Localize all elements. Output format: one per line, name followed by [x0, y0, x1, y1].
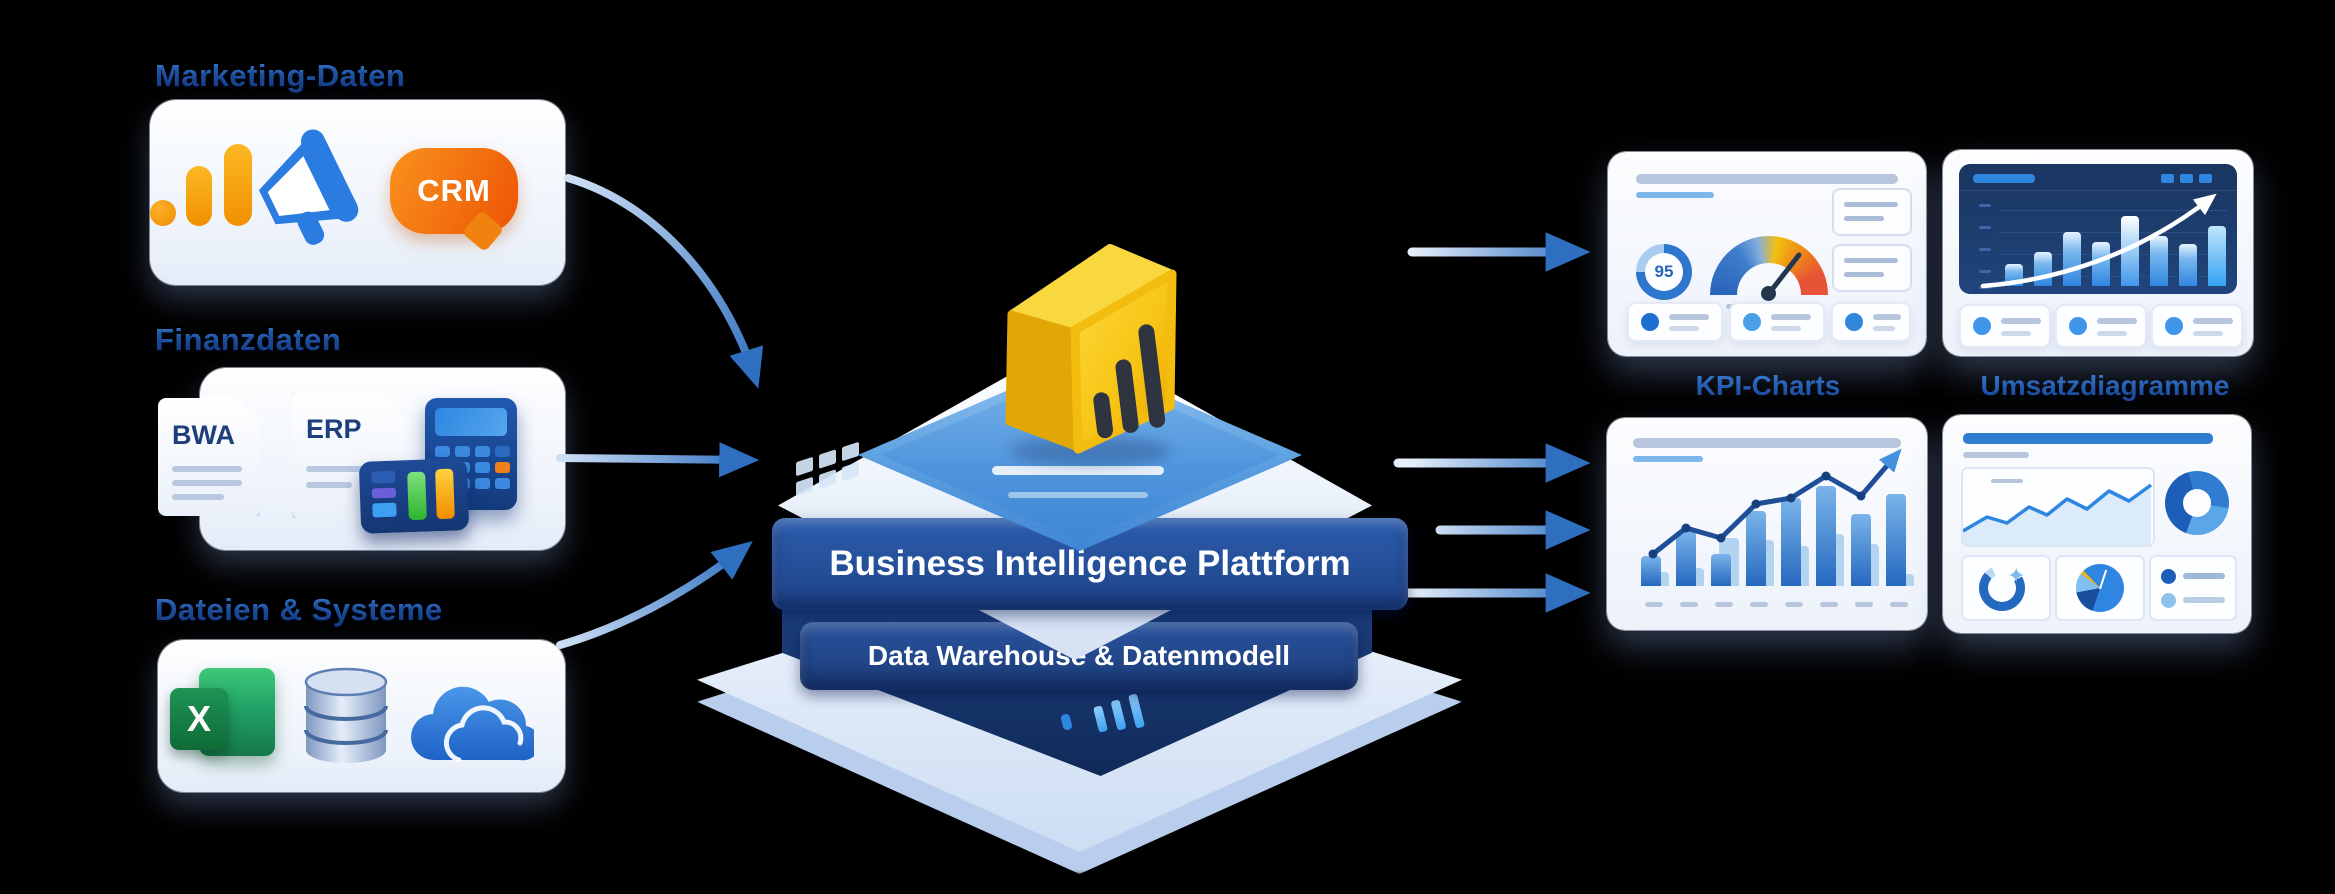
dark-dashboard-card	[1943, 150, 2253, 356]
ga-dot	[150, 200, 176, 226]
kpi-badge: 95	[1636, 244, 1692, 300]
bar	[1641, 556, 1661, 586]
arrow-finance-to-platform	[556, 442, 760, 478]
legend-panel	[2149, 555, 2237, 621]
trend-line	[1648, 448, 1902, 559]
bar	[2150, 236, 2168, 286]
bar	[2179, 244, 2197, 286]
files-heading: Dateien & Systeme	[155, 592, 443, 627]
bar	[1711, 554, 1731, 586]
power-bi-logo	[1005, 244, 1177, 454]
ga-bar-tall	[224, 144, 252, 226]
bar	[2121, 216, 2139, 286]
arrow-files-to-platform	[556, 541, 753, 649]
bar	[1851, 514, 1871, 586]
database-icon	[304, 667, 388, 763]
bar	[2208, 226, 2226, 286]
kpi-dashboard-card: 95	[1608, 152, 1926, 356]
cloud-icon	[410, 686, 534, 762]
bwa-document-icon: BWA	[158, 398, 260, 516]
dark-bars	[1641, 476, 1906, 586]
donut-chart: .donut::after{width:28px;height:28px;}	[2165, 471, 2229, 535]
bar	[1886, 494, 1906, 586]
sparkle-icon: ✦	[2007, 563, 2026, 588]
label-kpi-charts: KPI-Charts	[1618, 370, 1918, 402]
finance-heading: Finanzdaten	[155, 322, 342, 357]
label-umsatzdiagramme: Umsatzdiagramme	[1950, 370, 2260, 402]
pie-panel	[2055, 555, 2145, 621]
mixed-dashboard-card: .donut::after{width:28px;height:28px;} ✦	[1943, 415, 2251, 633]
marketing-heading: Marketing-Daten	[155, 58, 406, 93]
bar	[1676, 531, 1696, 586]
area-chart	[1963, 483, 2153, 545]
bar	[2092, 242, 2110, 286]
c-donut-chart	[1979, 565, 2025, 611]
bar	[1746, 511, 1766, 586]
c-donut-panel: ✦	[1961, 555, 2051, 621]
crm-bubble-icon: CRM	[390, 148, 518, 253]
revenue-chart-card	[1607, 418, 1927, 630]
trend-arrow	[1980, 193, 2217, 289]
bar	[1781, 498, 1801, 586]
crm-label: CRM	[417, 173, 491, 208]
area-chart-panel	[1961, 467, 2155, 547]
calculator-icon	[425, 398, 517, 510]
ga-bar-mid	[186, 166, 212, 226]
arrow-marketing-to-platform	[564, 174, 764, 389]
bar	[1816, 486, 1836, 586]
